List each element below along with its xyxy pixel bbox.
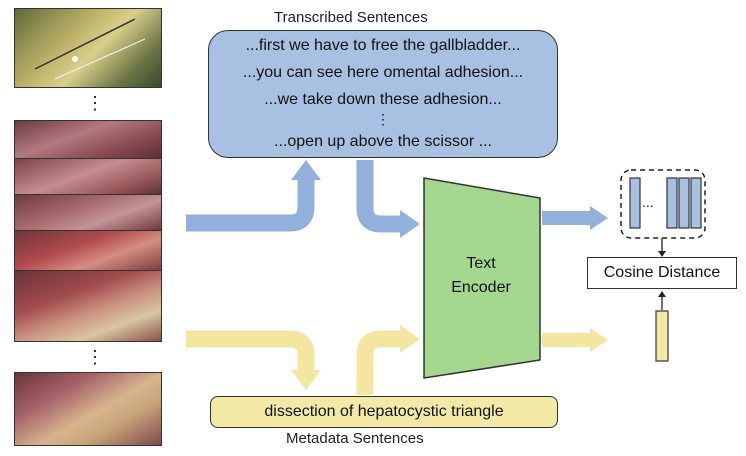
transcribed-sentences-box: ...first we have to free the gallbladder… xyxy=(208,30,558,158)
vector-dots: ... xyxy=(642,194,654,210)
metadata-sentences-title: Metadata Sentences xyxy=(286,430,424,447)
blue-arrow-to-transcript xyxy=(186,178,315,232)
transcript-line-4: ...open up above the scissor ... xyxy=(274,133,492,150)
video-frame-stack-2 xyxy=(14,158,162,196)
video-frame-stack-3 xyxy=(14,194,162,232)
blue-output-head xyxy=(590,206,608,230)
encoder-label-line-2: Encoder xyxy=(451,279,511,296)
frame-dots-bottom: ⋮ xyxy=(86,347,104,367)
cosine-distance-box: Cosine Distance xyxy=(587,257,737,289)
video-frame-stack-5 xyxy=(14,270,162,342)
video-frame-stack-4 xyxy=(14,230,162,272)
transcript-line-2: ...you can see here omental adhesion... xyxy=(242,64,524,81)
vector-bar-3 xyxy=(678,177,690,229)
yellow-arrow-head-down xyxy=(291,370,321,390)
vector-bar-2 xyxy=(666,177,678,229)
metadata-sentence-box: dissection of hepatocystic triangle xyxy=(210,396,558,428)
video-frame-top xyxy=(14,8,162,88)
blue-arrow-head-up xyxy=(291,160,321,180)
transcript-line-1: ...first we have to free the gallbladder… xyxy=(245,37,521,54)
frame-dots-top: ⋮ xyxy=(86,93,104,113)
transcribed-sentences-title: Transcribed Sentences xyxy=(274,9,428,26)
video-frame-bottom xyxy=(14,372,162,446)
connector-top-head xyxy=(658,251,666,257)
video-embedding-dashed-box xyxy=(620,169,706,239)
yellow-arrow-head-right xyxy=(400,325,420,353)
frame-top-art xyxy=(34,18,146,80)
vector-bar-4 xyxy=(690,177,702,229)
text-encoder-label: Text Encoder xyxy=(425,252,537,300)
yellow-arrow-to-encoder xyxy=(356,330,402,395)
yellow-arrow-to-metadata xyxy=(186,330,315,372)
yellow-output-head xyxy=(590,328,608,352)
metadata-embedding-bar xyxy=(655,310,669,362)
transcript-ellipsis: ⋮ xyxy=(376,111,390,127)
connector-bottom-head xyxy=(658,291,666,297)
text-encoder-block xyxy=(423,177,541,379)
transcript-line-3: ...we take down these adhesion... xyxy=(264,91,502,108)
vector-bar-1 xyxy=(629,177,641,229)
blue-arrow-to-encoder xyxy=(356,160,402,233)
encoder-label-line-1: Text xyxy=(466,255,496,272)
blue-arrow-head-right xyxy=(400,210,420,238)
